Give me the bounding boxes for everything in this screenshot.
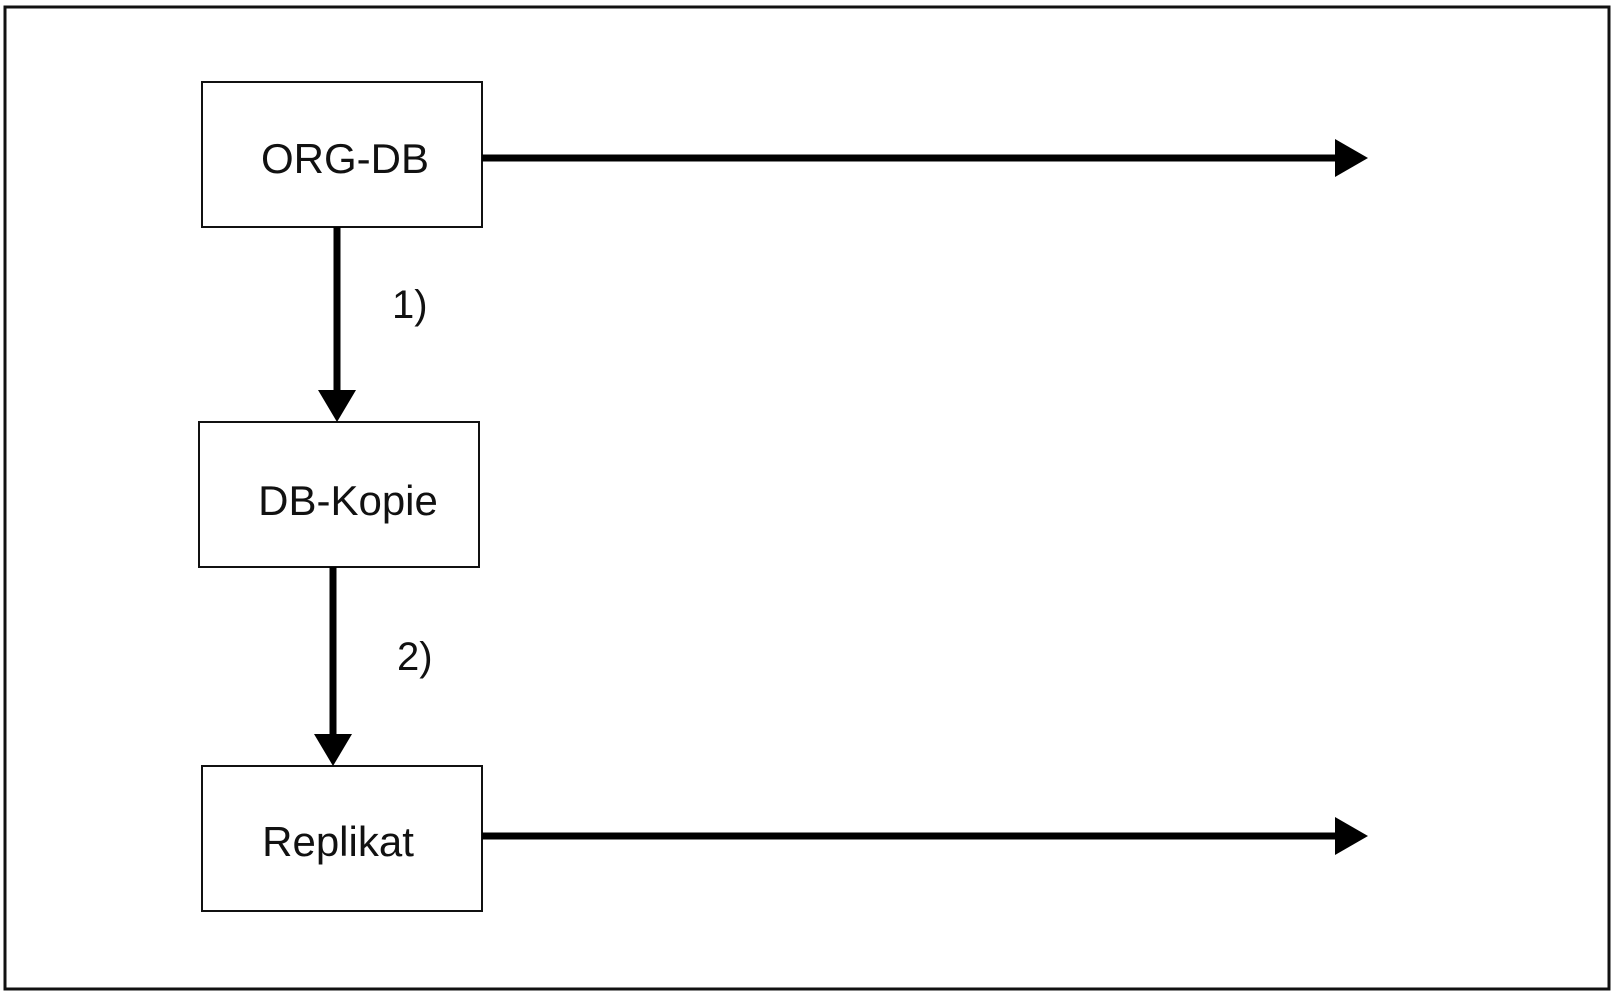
step-1-label: 1) [392, 283, 428, 327]
step-2-label: 2) [397, 635, 433, 679]
node-org-db: ORG-DB [201, 81, 483, 228]
arrow-replikat-right [482, 817, 1368, 855]
arrow-step-1 [318, 227, 356, 422]
node-db-kopie-box [198, 421, 480, 568]
node-replikat: Replikat [201, 765, 483, 912]
node-replikat-label: Replikat [262, 818, 414, 865]
arrow-org-db-right [482, 139, 1368, 177]
node-org-db-box [201, 81, 483, 228]
node-db-kopie-label: DB-Kopie [258, 477, 438, 524]
node-replikat-box [201, 765, 483, 912]
node-org-db-label: ORG-DB [261, 135, 429, 182]
node-db-kopie: DB-Kopie [198, 421, 480, 568]
arrow-step-2 [314, 567, 352, 766]
